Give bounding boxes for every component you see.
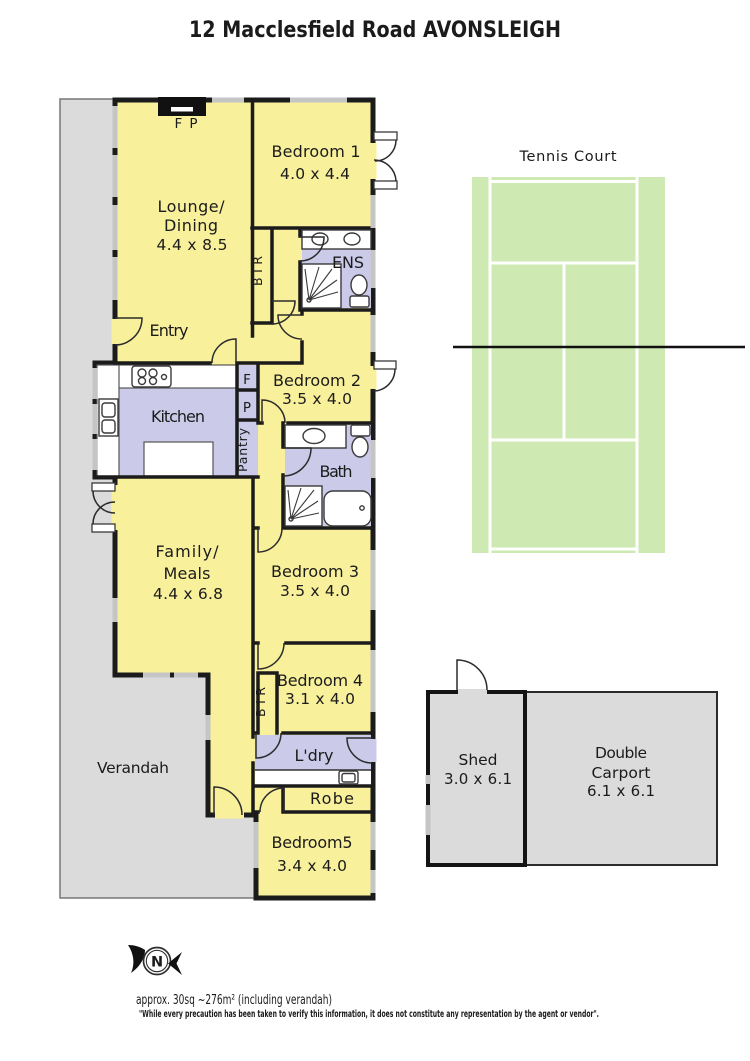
window-segments	[92, 97, 376, 893]
dims-bedroom5: 3.4 x 4.0	[277, 857, 347, 875]
dims-bedroom4: 3.1 x 4.0	[285, 690, 355, 708]
tennis-court	[453, 177, 745, 553]
dims-family: 4.4 x 6.8	[153, 585, 223, 603]
room-label-laundry: L'dry	[295, 746, 334, 765]
label-tennis-court: Tennis Court	[519, 149, 617, 165]
ensuite-vanity-icon	[301, 229, 372, 250]
compass-north-letter: N	[151, 954, 163, 970]
disclaimer: "While every precaution has been taken t…	[139, 1009, 599, 1020]
dims-shed: 3.0 x 6.1	[444, 770, 512, 788]
stove-icon	[131, 365, 172, 388]
laundry-trough-icon	[338, 770, 359, 785]
room-label-kitchen: Kitchen	[151, 407, 205, 426]
kitchen-island	[143, 441, 214, 477]
label-bir-bedroom1: BIR	[250, 256, 265, 286]
ensuite-shower-icon	[301, 263, 342, 309]
dims-bedroom1: 4.0 x 4.4	[280, 165, 350, 183]
tennis-court-surface	[472, 177, 665, 553]
label-pantry: Pantry	[235, 427, 250, 472]
tennis-court-lines	[488, 177, 639, 553]
bath-vanity-icon	[284, 424, 347, 449]
dims-carport: 6.1 x 6.1	[587, 782, 655, 800]
room-label-entry: Entry	[150, 321, 189, 340]
fireplace-icon	[158, 97, 206, 116]
room-label-bedroom3: Bedroom 3	[271, 562, 359, 581]
door-leaves	[91, 131, 398, 533]
dims-lounge: 4.4 x 8.5	[157, 236, 228, 254]
door-arcs	[92, 139, 488, 816]
ensuite-toilet-icon	[349, 274, 370, 308]
bathtub-icon	[323, 490, 372, 527]
label-verandah: Verandah	[97, 759, 169, 777]
room-label-bedroom2: Bedroom 2	[273, 371, 361, 390]
room-label-dining: Dining	[164, 216, 218, 235]
room-label-bedroom4: Bedroom 4	[277, 671, 363, 690]
kitchen-sink-icon	[98, 398, 119, 437]
compass-crescent	[128, 945, 145, 973]
exterior-door-gaps	[111, 143, 377, 819]
carport-area	[524, 691, 718, 866]
label-bir-bedroom4: BIR	[253, 687, 268, 717]
compass-chevron	[168, 952, 182, 975]
room-label-ensuite: ENS	[332, 253, 364, 272]
area-note: approx. 30sq ~276m² (including verandah)	[136, 993, 332, 1008]
compass-north-icon: N	[128, 945, 182, 976]
room-label-robe: Robe	[310, 789, 354, 808]
room-label-meals: Meals	[164, 564, 211, 583]
label-carport-line2: Carport	[592, 764, 651, 782]
room-label-family: Family/	[156, 542, 220, 561]
room-label-lounge: Lounge/	[158, 197, 226, 216]
room-label-bedroom1: Bedroom 1	[272, 142, 361, 161]
room-label-bath: Bath	[320, 462, 353, 481]
label-fridge: F	[243, 372, 251, 388]
interior-walls	[93, 98, 375, 817]
label-shed: Shed	[459, 751, 498, 769]
page-title: 12 Macclesfield Road AVONSLEIGH	[189, 18, 561, 43]
dims-bedroom2: 3.5 x 4.0	[282, 390, 352, 408]
bath-shower-icon	[284, 485, 323, 527]
room-label-bedroom5: Bedroom5	[272, 833, 353, 852]
label-pantry-cupboard: P	[243, 400, 251, 416]
label-carport-line1: Double	[595, 744, 647, 762]
dims-bedroom3: 3.5 x 4.0	[280, 582, 350, 600]
bath-toilet-icon	[350, 424, 371, 458]
